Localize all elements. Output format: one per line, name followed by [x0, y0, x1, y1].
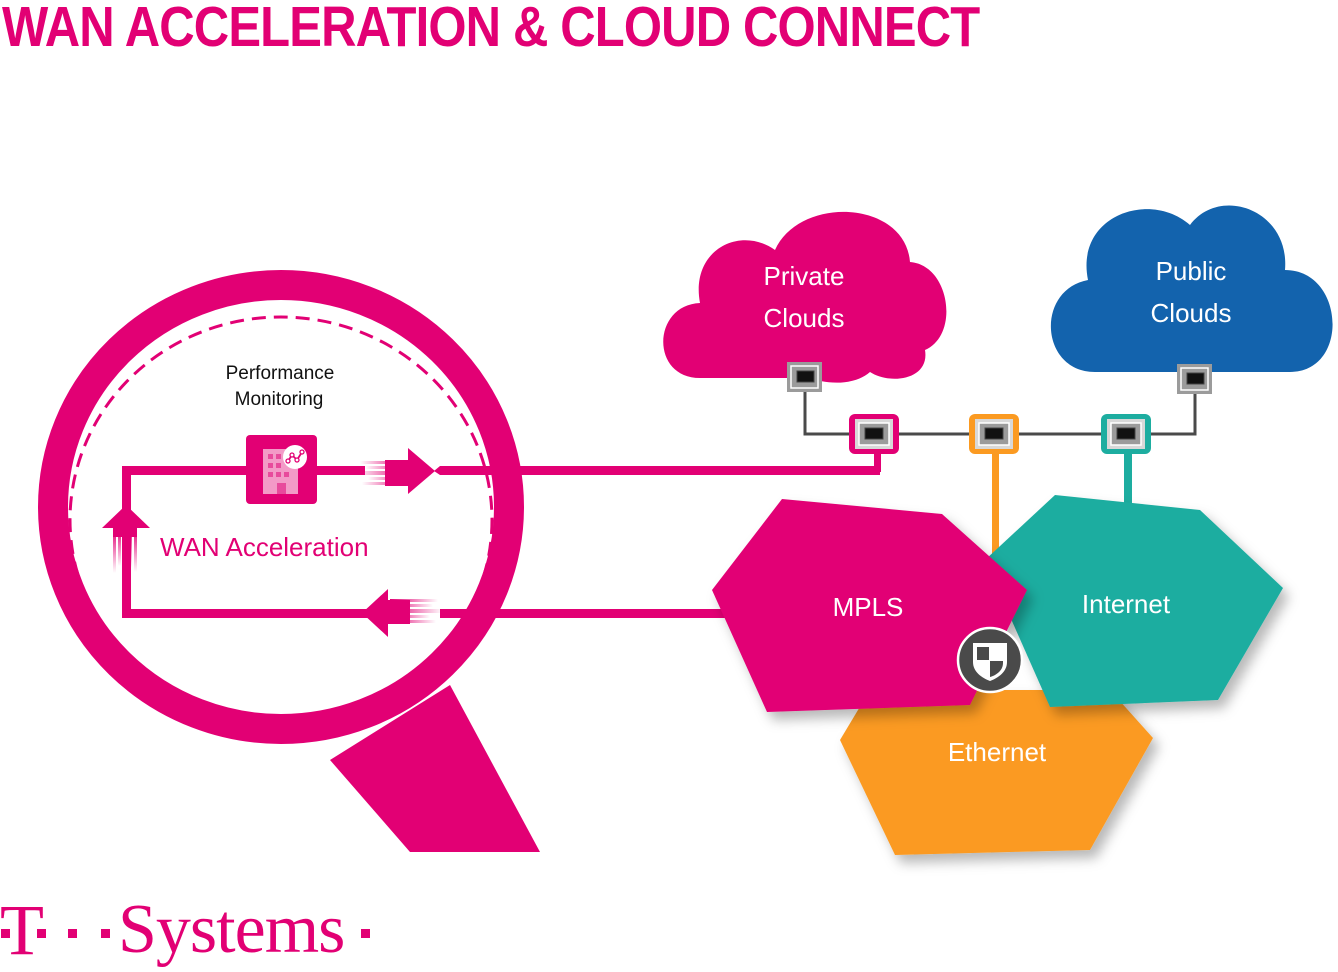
- brand-wordmark: Systems: [118, 891, 345, 968]
- link-to-mpls-top: [434, 466, 880, 475]
- security-badge[interactable]: [956, 626, 1024, 694]
- private-cloud-port[interactable]: [787, 362, 822, 392]
- building-icon: [263, 449, 298, 494]
- magnifier-dashed-circle: [68, 315, 494, 725]
- acceleration-loop: [102, 448, 880, 637]
- public-cloud[interactable]: Public Clouds: [1050, 205, 1333, 372]
- port-icon: [1186, 372, 1205, 385]
- port-icon: [864, 427, 884, 440]
- public-cloud-label-line2: Clouds: [1151, 298, 1232, 328]
- ethernet-port[interactable]: [969, 414, 1019, 454]
- internet-network[interactable]: Internet: [985, 495, 1283, 707]
- private-cloud-label-line2: Clouds: [764, 303, 845, 333]
- public-cloud-label-line1: Public: [1156, 256, 1227, 286]
- performance-monitor-node[interactable]: [246, 435, 317, 504]
- logo-dot: [1, 929, 10, 938]
- port-icon: [1116, 427, 1136, 440]
- wan-acceleration-label: WAN Acceleration: [160, 532, 369, 562]
- performance-monitoring-label-line2: Monitoring: [235, 389, 324, 410]
- logo-dot: [101, 929, 110, 938]
- logo-dot: [37, 929, 46, 938]
- performance-monitoring-label-line1: Performance: [226, 363, 335, 384]
- loop-top-line: [122, 466, 250, 475]
- port-icon: [984, 427, 1004, 440]
- magnifier-handle: [330, 685, 540, 852]
- arrow-left-icon: [362, 589, 443, 637]
- magnifier-glass: [38, 270, 540, 852]
- private-cloud[interactable]: Private Clouds: [663, 211, 947, 383]
- ethernet-port-stem: [992, 452, 999, 564]
- mpls-network[interactable]: MPLS: [712, 499, 1027, 712]
- arrow-right-icon: [355, 448, 435, 494]
- loop-bottom-line: [122, 609, 372, 618]
- internet-label: Internet: [1082, 589, 1171, 619]
- arrow-up-icon: [102, 505, 150, 576]
- mpls-port[interactable]: [849, 414, 899, 454]
- loop-top-line-right: [315, 466, 365, 475]
- analytics-chart-icon: [283, 445, 307, 469]
- ethernet-network[interactable]: Ethernet: [840, 690, 1153, 855]
- internet-port[interactable]: [1101, 414, 1151, 454]
- ethernet-label: Ethernet: [948, 737, 1047, 767]
- magnifier-ring: [38, 270, 524, 744]
- logo-dot: [68, 929, 77, 938]
- logo-dot: [361, 929, 370, 938]
- private-cloud-label-line1: Private: [764, 261, 845, 291]
- mpls-port-stem: [874, 452, 881, 472]
- port-icon: [796, 370, 815, 383]
- internet-port-stem: [1124, 452, 1132, 504]
- link-from-mpls-bottom: [440, 609, 730, 618]
- mpls-label: MPLS: [833, 592, 904, 622]
- shield-icon: [973, 643, 1007, 681]
- public-cloud-port[interactable]: [1177, 364, 1212, 394]
- page-title: WAN ACCELERATION & CLOUD CONNECT: [2, 0, 980, 59]
